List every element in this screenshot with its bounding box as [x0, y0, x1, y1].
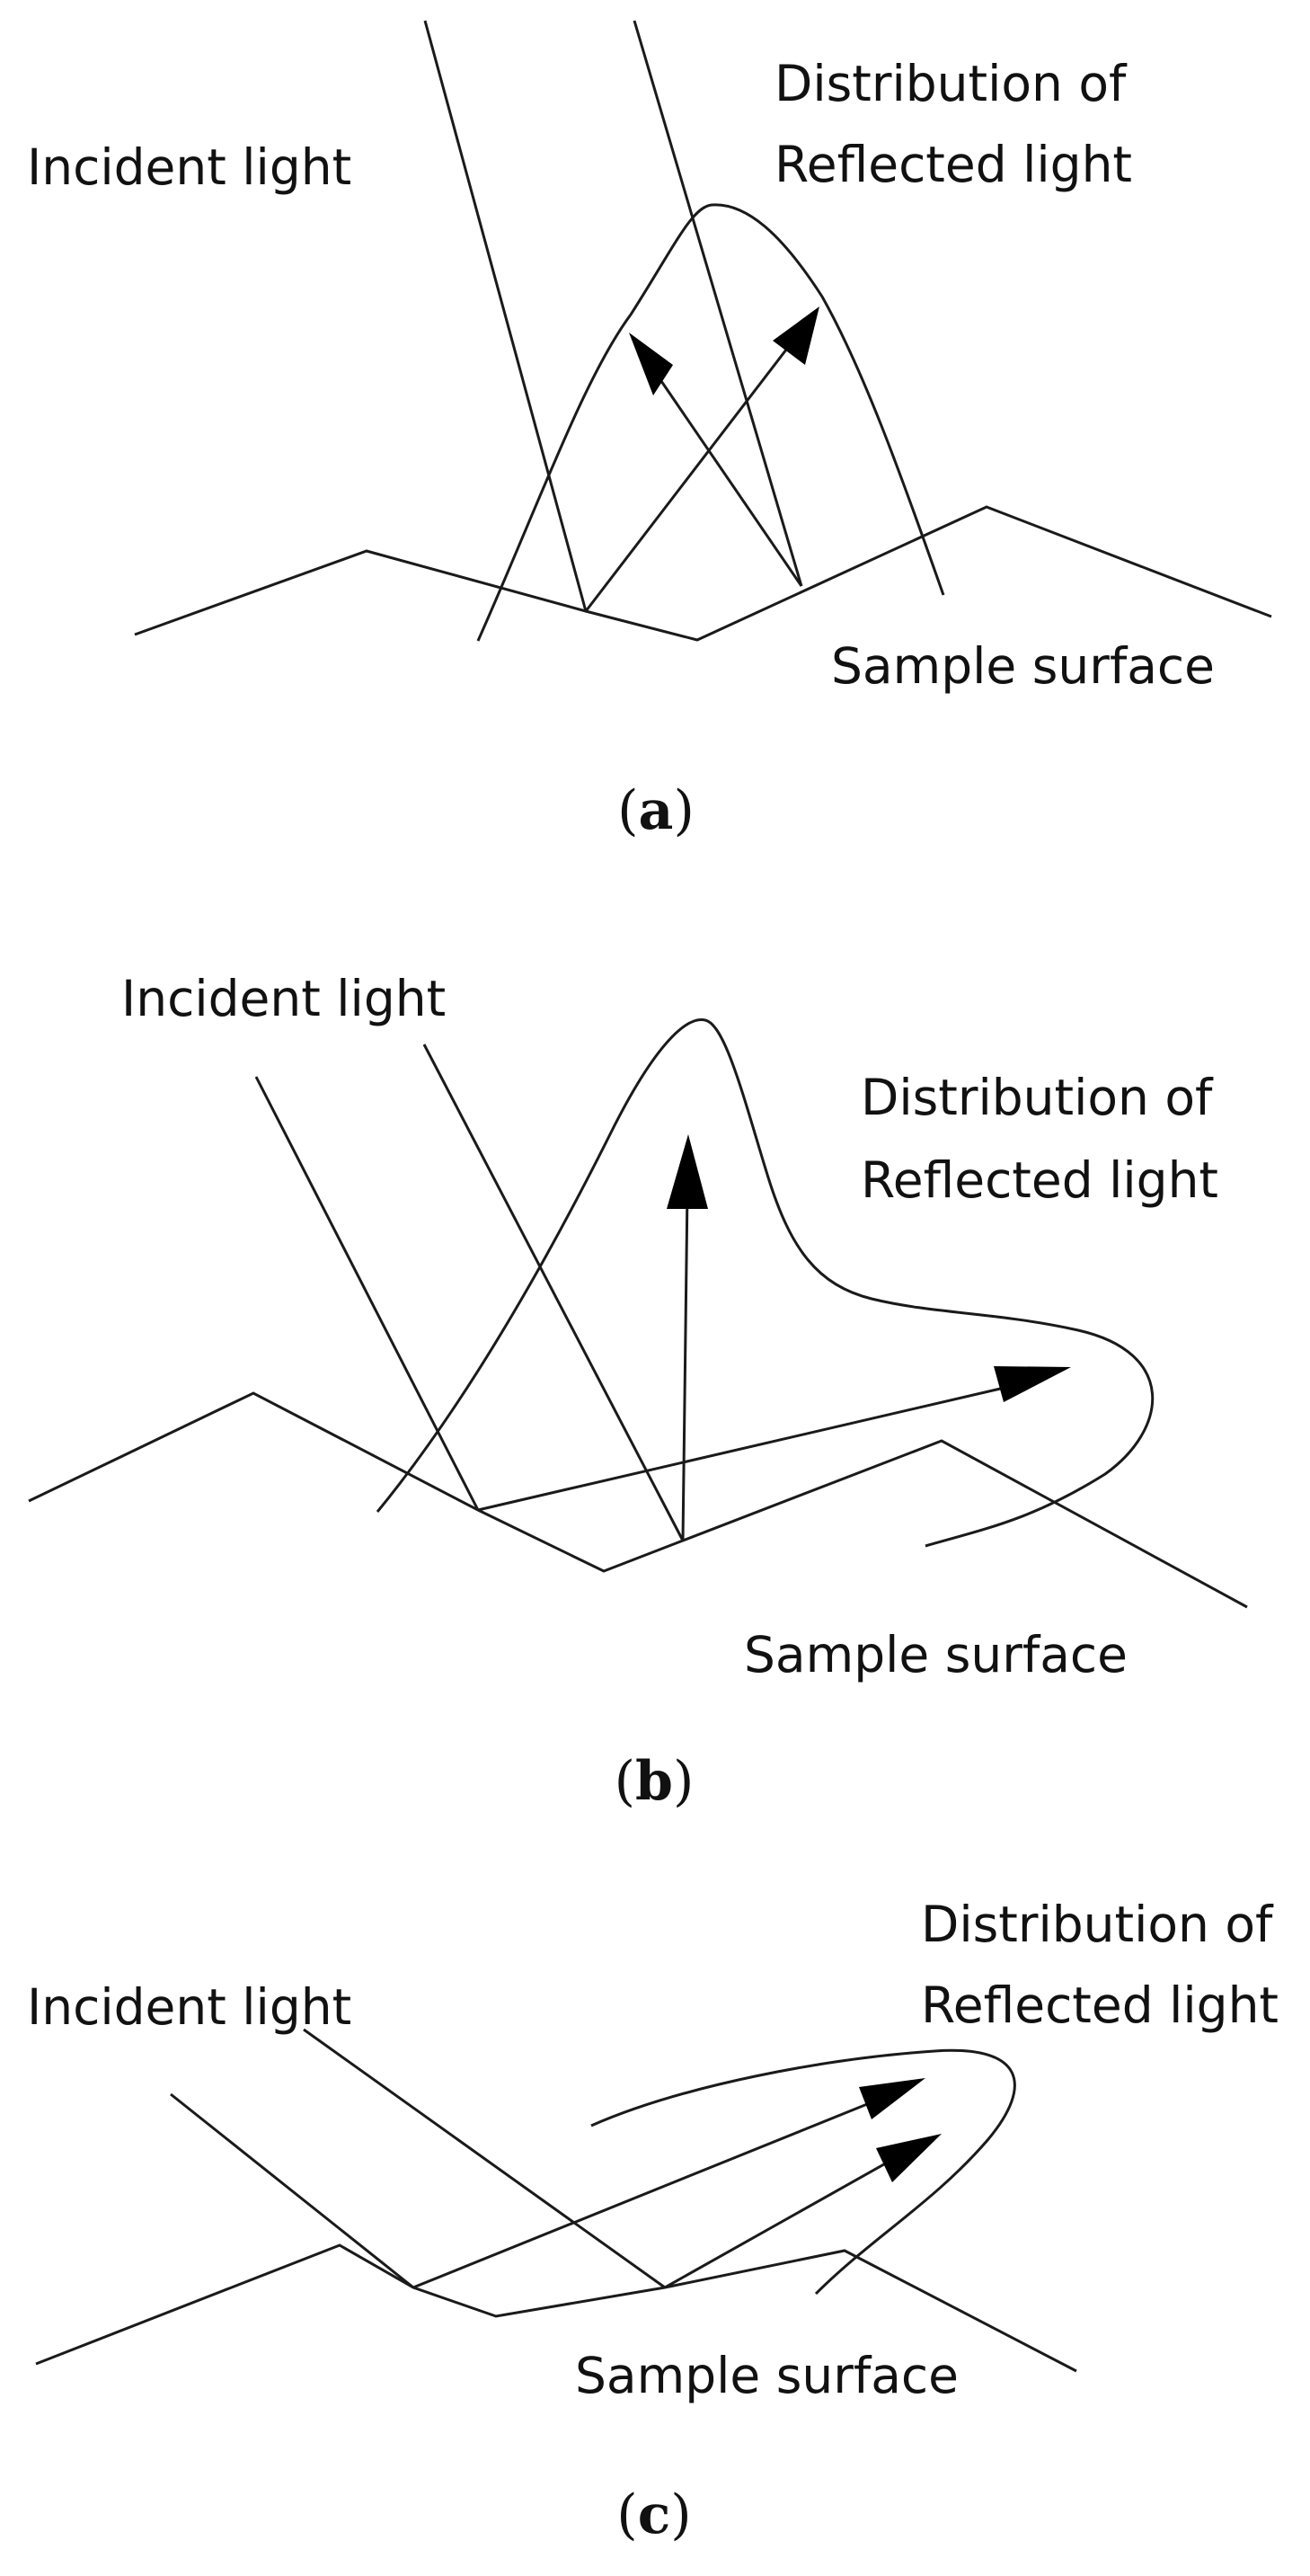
panel-a-reflected-arrow-1-head: [773, 306, 819, 365]
panel-a-caption: (a): [617, 779, 695, 842]
panel-b-surface-label: Sample surface: [744, 1626, 1128, 1683]
panel-c-distribution-label-line1: Distribution of: [921, 1896, 1274, 1953]
panel-c-incident-ray-1: [170, 2092, 414, 2289]
panel-a-incident-ray-2: [633, 20, 803, 587]
panel-b-sample-surface: [28, 1391, 1248, 1609]
panel-b-distribution-label-line1: Distribution of: [861, 1069, 1214, 1126]
panel-b-distribution-label-line2: Reflected light: [861, 1151, 1218, 1209]
panel-b-reflected-distribution-curve: [376, 1017, 1155, 1548]
panel-b-incident-ray-2: [422, 1044, 685, 1541]
panel-c-reflected-arrow-1-shaft: [412, 2097, 881, 2289]
panel-a-sample-surface: [134, 505, 1272, 642]
panel-b-caption: (b): [615, 1750, 695, 1813]
panel-c-incident-label: Incident light: [27, 1978, 351, 2036]
panel-b-incident-ray-1: [254, 1076, 480, 1511]
panel-c: Incident light Distribution of Reflected…: [27, 1896, 1279, 2546]
panel-b-reflected-arrow-1-shaft: [681, 1190, 689, 1541]
panel-a-incident-label: Incident light: [27, 138, 351, 196]
panel-a: Incident light Distribution of Reflected…: [27, 20, 1272, 842]
panel-a-reflected-distribution-curve: [476, 203, 945, 642]
panel-a-distribution-label-line2: Reflected light: [774, 136, 1132, 193]
panel-b-reflected-arrow-2-head: [994, 1366, 1071, 1402]
panel-c-incident-ray-2: [303, 2028, 666, 2289]
panel-a-incident-ray-1: [423, 20, 588, 612]
panel-c-caption: (c): [616, 2483, 691, 2546]
panel-b-reflected-arrow-2-shaft: [477, 1385, 1009, 1512]
panel-b-incident-label: Incident light: [121, 970, 446, 1027]
panel-c-reflected-arrow-1-head: [859, 2078, 925, 2119]
panel-c-reflected-arrow-2-shaft: [664, 2155, 898, 2289]
panel-a-reflected-arrow-1-shaft: [584, 337, 797, 612]
panel-a-reflected-arrow-2-shaft: [648, 363, 803, 587]
panel-c-sample-surface: [35, 2243, 1077, 2373]
panel-a-distribution-label-line1: Distribution of: [774, 55, 1128, 112]
panel-c-surface-label: Sample surface: [575, 2347, 959, 2404]
panel-b: Incident light Distribution of Reflected…: [28, 970, 1248, 1813]
panel-c-reflected-distribution-curve: [590, 2048, 1016, 2296]
panel-b-reflected-arrow-1-head: [667, 1134, 708, 1209]
panel-a-surface-label: Sample surface: [831, 637, 1215, 695]
panel-c-distribution-label-line2: Reflected light: [921, 1976, 1279, 2034]
panel-c-reflected-arrow-2-head: [876, 2134, 942, 2182]
panel-a-reflected-arrow-2-head: [629, 333, 673, 395]
